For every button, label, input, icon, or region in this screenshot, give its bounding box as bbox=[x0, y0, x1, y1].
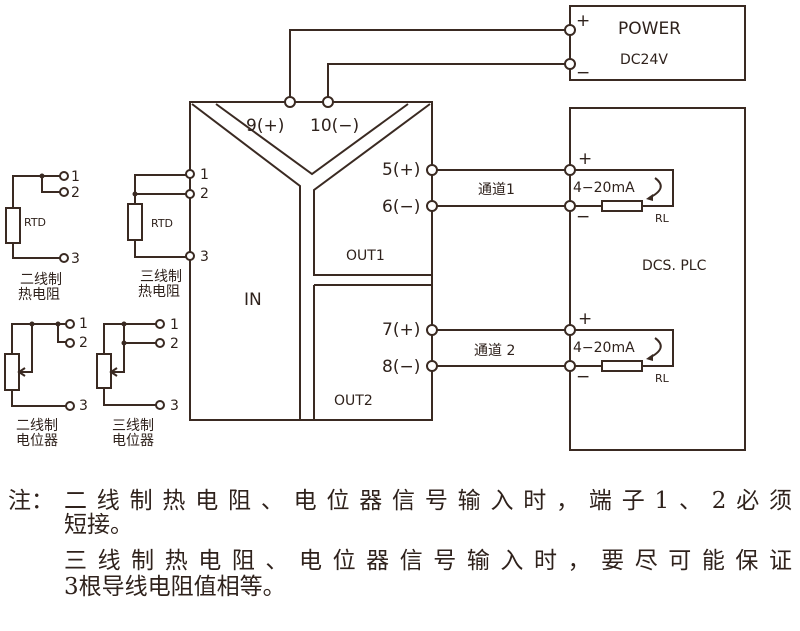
channel-2-current: 4−20mA bbox=[573, 340, 635, 356]
input-terminal-2: 2 bbox=[200, 186, 209, 202]
channel-1: 通道1 4−20mA RL + − bbox=[426, 149, 674, 227]
input-terminal-3: 3 bbox=[200, 249, 209, 265]
note-prefix: 注： bbox=[8, 488, 54, 514]
power-voltage: DC24V bbox=[620, 52, 668, 68]
note-line-1: 二线制热电阻、电位器信号输入时，端子1、2必须 bbox=[64, 488, 792, 514]
channel-2-load: RL bbox=[655, 372, 670, 385]
power-plus: + bbox=[576, 11, 590, 31]
three-wire-potentiometer: 1 2 3 三线制 电位器 bbox=[96, 317, 179, 449]
rtd-label: RTD bbox=[151, 217, 173, 230]
caption: 三线制 bbox=[140, 269, 182, 285]
two-wire-potentiometer: 1 2 3 二线制 电位器 bbox=[4, 316, 88, 449]
three-wire-rtd: RTD 1 2 3 三线制 热电阻 bbox=[127, 167, 209, 300]
caption: 电位器 bbox=[112, 433, 154, 449]
terminal-7: 7(+) bbox=[382, 320, 420, 340]
channel-2-minus: − bbox=[576, 367, 590, 387]
pin-1: 1 bbox=[71, 169, 80, 185]
dcs-plc: DCS. PLC bbox=[569, 107, 746, 451]
terminal-5: 5(+) bbox=[382, 160, 420, 180]
note: 注： 二线制热电阻、电位器信号输入时，端子1、2必须 短接。 三线制热电阻、电位… bbox=[8, 488, 792, 600]
input-terminal-1: 1 bbox=[200, 167, 209, 183]
caption: 二线制 bbox=[16, 418, 58, 434]
pin-2: 2 bbox=[170, 336, 179, 352]
terminal-9: 9(+) bbox=[246, 116, 284, 136]
terminal-10: 10(−) bbox=[310, 116, 359, 136]
caption: 电位器 bbox=[16, 433, 58, 449]
pin-3: 3 bbox=[170, 398, 179, 414]
terminal-8: 8(−) bbox=[382, 357, 420, 377]
terminal-6: 6(−) bbox=[382, 197, 420, 217]
pin-3: 3 bbox=[79, 398, 88, 414]
note-line-2: 短接。 bbox=[64, 512, 133, 538]
channel-1-label: 通道1 bbox=[478, 182, 515, 198]
pin-1: 1 bbox=[170, 317, 179, 333]
pin-1: 1 bbox=[79, 316, 88, 332]
rtd-label: RTD bbox=[24, 216, 46, 229]
caption: 热电阻 bbox=[138, 284, 180, 300]
power-supply: POWER DC24V + − bbox=[289, 5, 746, 102]
note-line-3: 三线制热电阻、电位器信号输入时，要尽可能保证 bbox=[64, 548, 792, 574]
power-minus: − bbox=[576, 63, 590, 83]
channel-2-plus: + bbox=[578, 309, 592, 329]
in-label: IN bbox=[244, 290, 262, 310]
channel-1-plus: + bbox=[578, 149, 592, 169]
channel-2-label: 通道 2 bbox=[474, 343, 515, 359]
pin-2: 2 bbox=[71, 185, 80, 201]
pin-3: 3 bbox=[71, 251, 80, 267]
caption: 热电阻 bbox=[18, 287, 60, 303]
out2-label: OUT2 bbox=[334, 393, 373, 409]
caption: 二线制 bbox=[20, 272, 62, 288]
channel-2: 通道 2 4−20mA RL + − bbox=[426, 309, 674, 387]
channel-1-load: RL bbox=[655, 212, 670, 225]
channel-1-current: 4−20mA bbox=[573, 180, 635, 196]
transmitter-module: IN OUT1 OUT2 9(+) 10(−) 5(+) 6(−) 7(+) 8… bbox=[189, 96, 433, 421]
channel-1-minus: − bbox=[576, 207, 590, 227]
pin-2: 2 bbox=[79, 335, 88, 351]
out1-label: OUT1 bbox=[346, 248, 385, 264]
two-wire-rtd: RTD 1 2 3 二线制 热电阻 bbox=[5, 169, 80, 303]
power-title: POWER bbox=[618, 19, 681, 39]
dcs-label: DCS. PLC bbox=[642, 258, 707, 274]
caption: 三线制 bbox=[112, 418, 154, 434]
note-line-4: 3根导线电阻值相等。 bbox=[64, 574, 286, 600]
